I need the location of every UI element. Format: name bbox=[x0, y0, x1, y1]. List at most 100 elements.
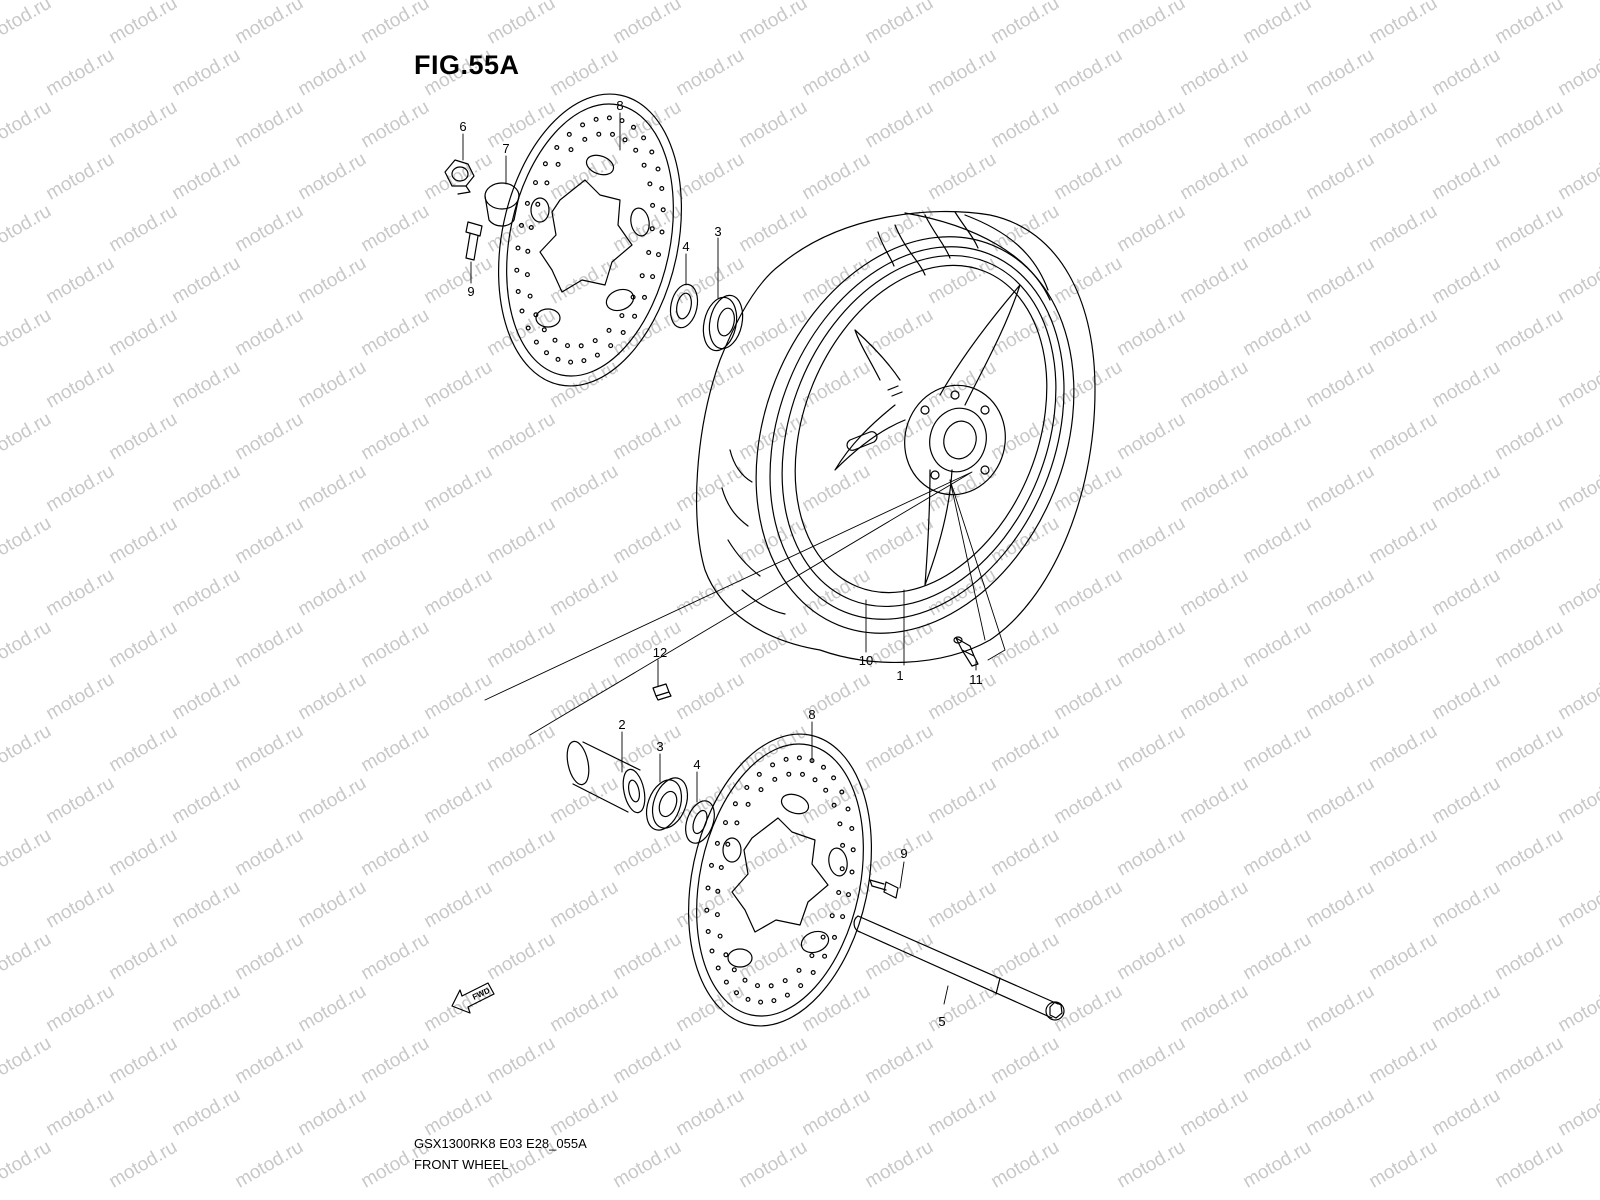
disc-hole bbox=[555, 161, 561, 167]
disc-hole bbox=[754, 983, 760, 989]
bearing-upper bbox=[702, 294, 744, 352]
disc-hole bbox=[810, 969, 816, 975]
disc-hole bbox=[606, 115, 612, 121]
disc-hole bbox=[655, 166, 661, 172]
disc-hole bbox=[745, 996, 751, 1002]
callout-2: 2 bbox=[618, 717, 625, 732]
disc-hole bbox=[641, 135, 647, 141]
disc-hole bbox=[849, 825, 855, 831]
disc-hole bbox=[527, 293, 533, 299]
disc-hole bbox=[622, 137, 628, 143]
disc-hole bbox=[639, 273, 645, 279]
callout-5: 5 bbox=[938, 1014, 945, 1029]
disc-hole bbox=[568, 359, 574, 365]
brake-disc-upper bbox=[497, 93, 683, 387]
callout-3-lower: 3 bbox=[656, 739, 663, 754]
disc-hole bbox=[845, 806, 851, 812]
disc-hole bbox=[533, 312, 539, 318]
disc-hole bbox=[837, 821, 843, 827]
callout-3-upper: 3 bbox=[714, 224, 721, 239]
disc-hole bbox=[756, 771, 762, 777]
disc-hole bbox=[725, 841, 731, 847]
disc-hole bbox=[845, 892, 851, 898]
disc-hole bbox=[533, 339, 539, 345]
callout-7: 7 bbox=[502, 141, 509, 156]
disc-hole bbox=[519, 308, 525, 314]
disc-hole bbox=[798, 983, 804, 989]
oil-seal-lower bbox=[685, 800, 715, 844]
axle-nut bbox=[444, 159, 475, 195]
disc-hole bbox=[578, 343, 584, 349]
disc-hole bbox=[717, 933, 723, 939]
brake-disc-lower bbox=[687, 733, 873, 1027]
figure-title: FIG.55A bbox=[414, 50, 520, 80]
disc-hole bbox=[731, 967, 737, 973]
disc-hole bbox=[535, 201, 541, 207]
disc-hole bbox=[514, 267, 520, 273]
disc-hole bbox=[733, 990, 739, 996]
disc-lower-holes bbox=[704, 755, 856, 1005]
disc-hole bbox=[812, 777, 818, 783]
callout-8-lower: 8 bbox=[808, 707, 815, 722]
callout-9-lower: 9 bbox=[900, 846, 907, 861]
disc-hole bbox=[718, 864, 724, 870]
disc-hole bbox=[714, 912, 720, 918]
disc-hole bbox=[630, 124, 636, 130]
disc-hole bbox=[525, 248, 531, 254]
dust-seal bbox=[484, 182, 520, 227]
disc-hole bbox=[524, 200, 530, 206]
callout-8-upper: 8 bbox=[616, 98, 623, 113]
disc-hole bbox=[650, 274, 656, 280]
callout-6: 6 bbox=[459, 119, 466, 134]
disc-hole bbox=[647, 181, 653, 187]
bearing-lower bbox=[645, 777, 689, 831]
tire-drawing bbox=[696, 210, 1096, 664]
disc-hole bbox=[714, 840, 720, 846]
disc-hole bbox=[641, 162, 647, 168]
disc-hole bbox=[620, 330, 626, 336]
disc-hole bbox=[596, 131, 602, 137]
disc-hole bbox=[704, 907, 710, 913]
drawing-code: GSX1300RK8 E03 E28_055A bbox=[414, 1136, 587, 1151]
callout-1: 1 bbox=[896, 668, 903, 683]
disc-hole bbox=[758, 999, 764, 1005]
disc-hole bbox=[745, 801, 751, 807]
disc-hole bbox=[820, 764, 826, 770]
disc-hole bbox=[831, 802, 837, 808]
disc-hole bbox=[734, 820, 740, 826]
disc-hole bbox=[723, 979, 729, 985]
disc-hole bbox=[649, 149, 655, 155]
fwd-arrow-icon bbox=[451, 982, 495, 1014]
disc-hole bbox=[723, 952, 729, 958]
callout-11: 11 bbox=[969, 672, 983, 687]
disc-hole bbox=[782, 978, 788, 984]
disc-hole bbox=[532, 180, 538, 186]
disc-hole bbox=[708, 862, 714, 868]
disc-hole bbox=[732, 801, 738, 807]
disc-hole bbox=[715, 888, 721, 894]
disc-hole bbox=[524, 272, 530, 278]
disc-hole bbox=[709, 948, 715, 954]
disc-hole bbox=[796, 755, 802, 761]
leader-lines bbox=[462, 112, 1006, 1005]
disc-hole bbox=[839, 789, 845, 795]
disc-hole bbox=[849, 869, 855, 875]
oil-seal-upper bbox=[669, 283, 699, 329]
disc-hole bbox=[799, 771, 805, 777]
disc-hole bbox=[646, 250, 652, 256]
disc-hole bbox=[608, 343, 614, 349]
disc-hole bbox=[649, 226, 655, 232]
disc-hole bbox=[850, 847, 856, 853]
disc-hole bbox=[542, 161, 548, 167]
disc-hole bbox=[829, 913, 835, 919]
disc-hole bbox=[809, 953, 815, 959]
disc-hole bbox=[543, 350, 549, 356]
disc-hole bbox=[722, 820, 728, 826]
disc-hole bbox=[606, 327, 612, 333]
axle-spacer bbox=[566, 740, 646, 814]
disc-hole bbox=[823, 787, 829, 793]
disc-hole bbox=[566, 131, 572, 137]
callout-10: 10 bbox=[859, 653, 873, 668]
callout-4-upper: 4 bbox=[682, 239, 689, 254]
